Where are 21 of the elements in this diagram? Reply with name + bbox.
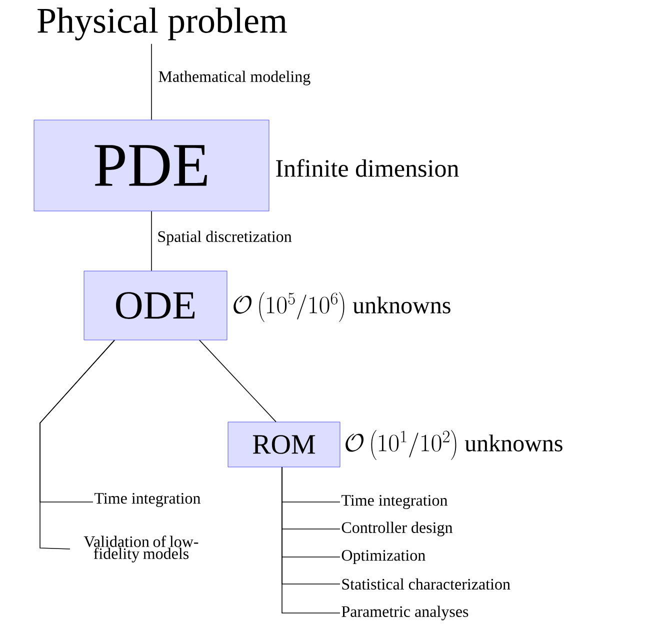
stage-label: Controller design <box>342 522 453 536</box>
model-box: ROM <box>228 422 340 468</box>
annotation: $\mathcal{O}\left(10^5/10^6\right)$ unknowns <box>234 292 450 322</box>
edge-label: Spatial discretization <box>156 230 293 246</box>
connector-line <box>151 210 152 272</box>
stage-label: Validation of low-fidelity models <box>84 536 198 562</box>
annotation: $\mathcal{O}\left(10^1/10^2\right)$ unknowns <box>346 430 562 460</box>
stage-label: Statistical characterization <box>342 578 510 590</box>
annotation: Infinite dimension <box>276 159 459 177</box>
connector-line <box>151 44 152 120</box>
connector-line <box>199 340 276 422</box>
model-box: ODE <box>84 270 228 340</box>
model-box: PDE <box>34 120 270 212</box>
connector-line <box>282 466 340 614</box>
stage-label: Physical problem <box>38 8 287 40</box>
stage-label: Optimization <box>342 550 426 564</box>
stage-label: Time integration <box>342 495 448 510</box>
stage-label: Time integration <box>94 493 200 508</box>
connector-line <box>40 340 115 550</box>
edge-label: Mathematical modeling <box>157 70 312 86</box>
stage-label: Parametric analyses <box>342 606 468 620</box>
